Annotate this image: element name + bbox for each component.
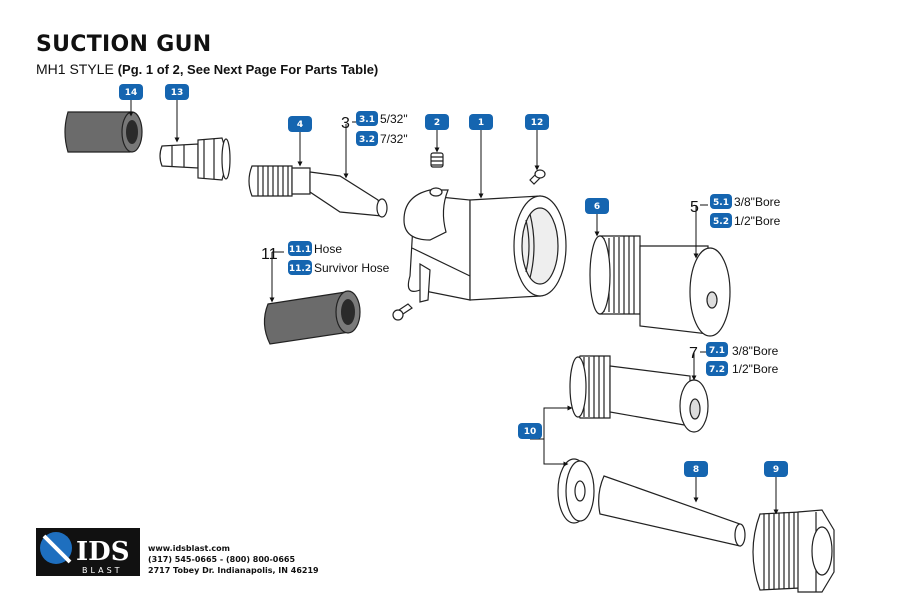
svg-text:6: 6: [594, 202, 600, 212]
badge-10: 10: [518, 423, 542, 439]
part-13-hose-barb: [159, 137, 231, 181]
badge-13: 13: [165, 84, 189, 100]
svg-text:3.1: 3.1: [359, 115, 375, 125]
page-title: SUCTION GUN: [36, 32, 212, 57]
label-11-2: Survivor Hose: [314, 261, 390, 275]
label-11-1: Hose: [314, 242, 342, 256]
badge-5-1: 5.1: [710, 194, 732, 209]
label-7-2: 1/2"Bore: [732, 362, 779, 376]
label-group-5: 5: [690, 199, 699, 216]
svg-text:5.2: 5.2: [713, 217, 729, 227]
svg-text:14: 14: [125, 88, 138, 98]
company-phone: (317) 545-0665 - (800) 800-0665: [148, 555, 296, 564]
svg-text:12: 12: [531, 118, 544, 128]
svg-text:11.2: 11.2: [289, 264, 311, 274]
label-5-2: 1/2"Bore: [734, 214, 781, 228]
part-14-hose: [64, 111, 143, 153]
part-2-set-screw: [430, 152, 444, 168]
part-11-hose: [263, 290, 361, 345]
badge-3-1: 3.1: [356, 111, 378, 126]
company-address: 2717 Tobey Dr. Indianapolis, IN 46219: [148, 566, 319, 575]
svg-text:13: 13: [171, 88, 184, 98]
svg-text:1: 1: [478, 118, 484, 128]
badge-11-1: 11.1: [288, 241, 312, 256]
part-6-5-bore-body: [589, 235, 731, 337]
badge-9: 9: [764, 461, 788, 477]
svg-text:2: 2: [434, 118, 440, 128]
svg-text:7.2: 7.2: [709, 365, 725, 375]
badge-8: 8: [684, 461, 708, 477]
svg-text:BLAST: BLAST: [82, 566, 123, 575]
subtitle-model: MH1 STYLE: [36, 61, 114, 77]
badge-7-1: 7.1: [706, 342, 728, 357]
badge-2: 2: [425, 114, 449, 130]
svg-text:IDS: IDS: [76, 537, 130, 567]
svg-text:10: 10: [524, 427, 537, 437]
badge-1: 1: [469, 114, 493, 130]
part-8-nozzle-liner: [598, 475, 746, 547]
company-website[interactable]: www.idsblast.com: [148, 544, 230, 553]
badge-12: 12: [525, 114, 549, 130]
label-group-11: 11: [261, 246, 278, 263]
svg-text:11.1: 11.1: [289, 245, 311, 255]
badge-11-2: 11.2: [288, 260, 312, 275]
label-5-1: 3/8"Bore: [734, 195, 781, 209]
ids-blast-logo: IDS BLAST: [36, 528, 140, 576]
company-contact: www.idsblast.com (317) 545-0665 - (800) …: [148, 543, 319, 576]
svg-text:8: 8: [693, 465, 699, 475]
badge-3-2: 3.2: [356, 131, 378, 146]
svg-text:4: 4: [297, 120, 303, 130]
part-1-gun-body: [403, 187, 567, 303]
subtitle-note: (Pg. 1 of 2, See Next Page For Parts Tab…: [117, 62, 379, 77]
badge-14: 14: [119, 84, 143, 100]
labels: 3 5/32" 7/32" 5 3/8"Bore 1/2"Bore 11 Hos…: [261, 112, 781, 376]
label-3-2: 7/32": [380, 132, 408, 146]
part-10-washer: [557, 458, 595, 524]
label-group-3: 3: [341, 115, 350, 132]
part-12-screw: [529, 169, 546, 185]
svg-text:5.1: 5.1: [713, 198, 729, 208]
label-3-1: 5/32": [380, 112, 408, 126]
part-9-hex-nut: [752, 509, 835, 593]
svg-text:7.1: 7.1: [709, 346, 725, 356]
label-group-7: 7: [689, 345, 698, 362]
part-4-nozzle: [248, 165, 388, 218]
svg-text:9: 9: [773, 465, 779, 475]
badge-4: 4: [288, 116, 312, 132]
badge-5-2: 5.2: [710, 213, 732, 228]
part-7-insert: [569, 355, 709, 433]
badge-7-2: 7.2: [706, 361, 728, 376]
badges: 14 13 4 3.1 3.2 2 1 12 6 5.1 5.2 11.1 11…: [119, 84, 788, 477]
part-screw-small: [392, 303, 413, 321]
svg-text:3.2: 3.2: [359, 135, 375, 145]
page-subtitle: MH1 STYLE (Pg. 1 of 2, See Next Page For…: [36, 61, 378, 77]
badge-6: 6: [585, 198, 609, 214]
leader-lines: [128, 100, 779, 515]
label-7-1: 3/8"Bore: [732, 344, 779, 358]
